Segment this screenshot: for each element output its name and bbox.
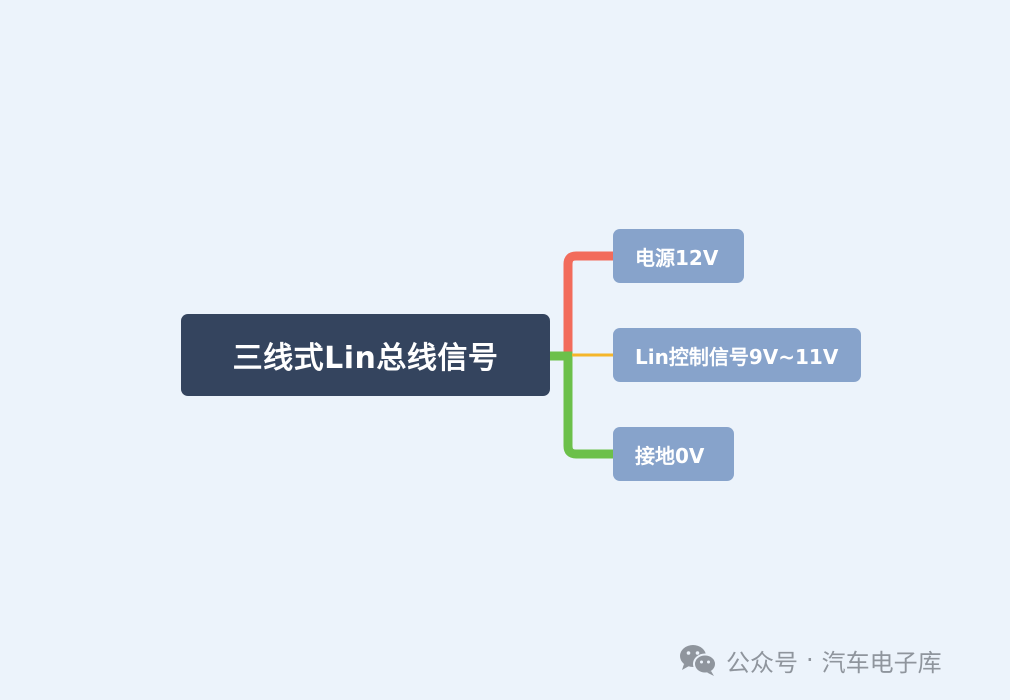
branch-line-ground xyxy=(550,351,613,459)
child-node-label: 接地0V xyxy=(635,443,705,468)
wechat-icon xyxy=(680,645,717,676)
watermark: 公众号 · 汽车电子库 xyxy=(678,640,942,680)
root-node-label: 三线式Lin总线信号 xyxy=(232,341,499,376)
child-node-ground: 接地0V xyxy=(613,427,734,481)
child-node-lin-signal: Lin控制信号9V~11V xyxy=(613,328,861,382)
root-node: 三线式Lin总线信号 xyxy=(181,314,550,396)
watermark-account-name: 汽车电子库 xyxy=(821,648,942,677)
child-node-label: 电源12V xyxy=(635,245,719,270)
watermark-separator: · xyxy=(806,646,814,674)
watermark-account-type: 公众号 xyxy=(726,648,798,677)
child-node-power: 电源12V xyxy=(613,229,744,283)
branch-line-power xyxy=(550,251,613,361)
child-node-label: Lin控制信号9V~11V xyxy=(635,344,839,369)
